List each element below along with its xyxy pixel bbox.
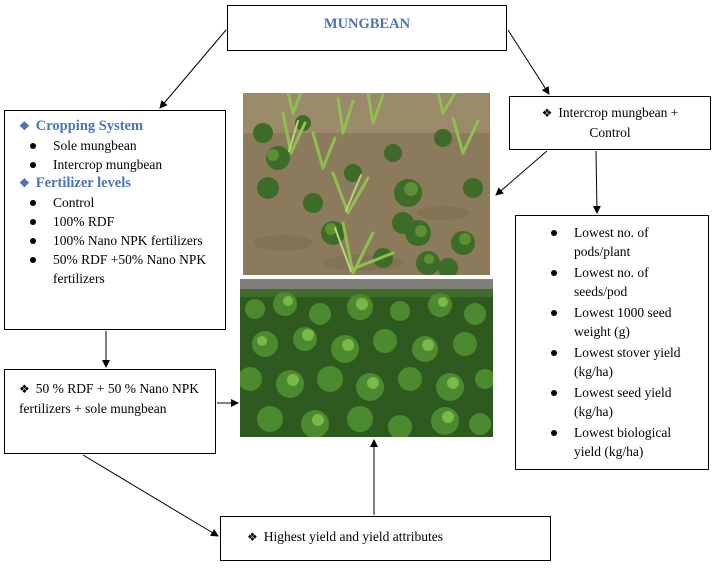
list-item: Lowest 1000 seed weight (g) xyxy=(551,303,700,341)
list-item: Lowest seed yield (kg/ha) xyxy=(551,383,700,421)
list-item: Sole mungbean xyxy=(30,136,225,155)
arrow-intercrop-to-photo xyxy=(495,150,548,196)
results-list: Lowest no. of pods/plant Lowest no. of s… xyxy=(534,223,700,461)
list-item: Control xyxy=(30,193,225,212)
title-box: MUNGBEAN xyxy=(227,5,507,51)
diamond-star-icon: ❖ xyxy=(247,530,258,544)
list-item: Lowest stover yield (kg/ha) xyxy=(551,343,700,381)
arrow-title-to-intercrop xyxy=(507,29,550,95)
list-item: Lowest no. of pods/plant xyxy=(551,223,700,261)
results-box: Lowest no. of pods/plant Lowest no. of s… xyxy=(515,215,709,470)
best-treatment-text: 50 % RDF + 50 % Nano NPK fertilizers + s… xyxy=(19,381,200,416)
diamond-star-icon: ❖ xyxy=(19,176,30,190)
intercrop-text: Intercrop mungbean + Control xyxy=(558,105,679,140)
best-treatment-box: ❖50 % RDF + 50 % Nano NPK fertilizers + … xyxy=(4,369,216,454)
intercrop-box: ❖ Intercrop mungbean + Control xyxy=(509,96,711,150)
diagram-title: MUNGBEAN xyxy=(323,16,411,32)
outcome-box: ❖ Highest yield and yield attributes xyxy=(220,516,551,561)
section-header-fertilizer: ❖Fertilizer levels xyxy=(19,175,131,191)
factors-box: ❖Cropping System Sole mungbean Intercrop… xyxy=(4,110,226,330)
arrow-title-to-factors xyxy=(159,29,227,109)
list-item: 50% RDF +50% Nano NPK fertilizers xyxy=(30,250,225,288)
arrow-intercrop-to-results xyxy=(592,150,601,214)
diamond-star-icon: ❖ xyxy=(19,382,30,396)
list-item: Lowest no. of seeds/pod xyxy=(551,263,700,301)
intercrop-field-photo xyxy=(243,93,490,275)
cropping-list: Sole mungbean Intercrop mungbean xyxy=(19,136,225,174)
section-header-cropping: ❖Cropping System xyxy=(19,118,144,134)
list-item: 100% RDF xyxy=(30,212,225,231)
diamond-star-icon: ❖ xyxy=(19,119,30,133)
diamond-star-icon: ❖ xyxy=(541,106,553,120)
mungbean-canopy-photo xyxy=(240,279,493,437)
list-item: 100% Nano NPK fertilizers xyxy=(30,231,225,250)
outcome-text: Highest yield and yield attributes xyxy=(263,529,443,544)
arrow-treatment-to-outcome xyxy=(82,454,219,537)
fertilizer-list: Control 100% RDF 100% Nano NPK fertilize… xyxy=(19,193,225,288)
list-item: Intercrop mungbean xyxy=(30,155,225,174)
list-item: Lowest biological yield (kg/ha) xyxy=(551,423,700,461)
